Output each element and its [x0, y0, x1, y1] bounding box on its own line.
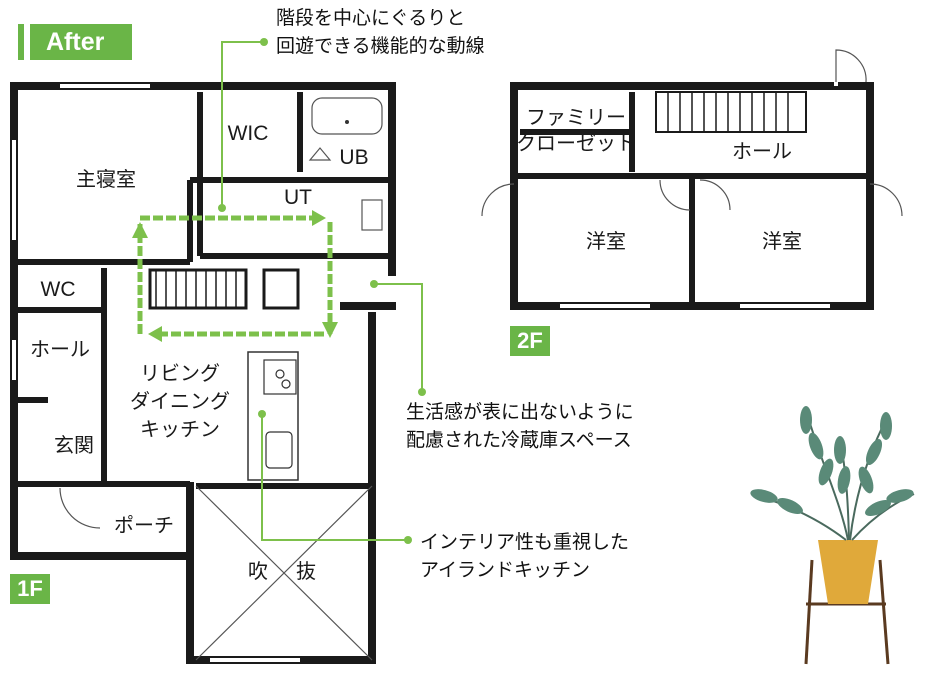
room-wc: WC	[41, 278, 76, 301]
floor2-plan: ファミリー クローゼット ホール 洋室 洋室	[481, 49, 903, 310]
room-ub: UB	[339, 146, 368, 169]
room-ut: UT	[284, 186, 312, 209]
header-accent-bar	[18, 24, 24, 60]
annotation-island-line2: アイランドキッチン	[420, 559, 591, 581]
annotation-island: インテリア性も重視した アイランドキッチン	[420, 528, 629, 584]
room-living-line2: ダイニング	[130, 389, 230, 413]
room-living-line1: リビング	[140, 361, 220, 385]
room-void-2: 抜	[296, 559, 316, 583]
room-hall-2f: ホール	[732, 139, 792, 163]
room-master-bedroom: 主寝室	[76, 167, 136, 191]
after-label: After	[30, 24, 132, 60]
floor1-plan: 主寝室 WIC UB UT WC ホール リビング ダイニング キッチン 玄関 …	[10, 82, 396, 664]
room-western-b: 洋室	[762, 229, 802, 253]
annotation-fridge-line2: 配慮された冷蔵庫スペース	[406, 429, 632, 451]
floor1-tag: 1F	[10, 574, 50, 604]
room-porch: ポーチ	[114, 513, 174, 537]
room-hall-1f: ホール	[30, 337, 90, 361]
annotation-fridge-line1: 生活感が表に出ないように	[406, 401, 634, 423]
room-western-a: 洋室	[586, 229, 626, 253]
circulation-path	[137, 215, 333, 337]
island-kitchen	[247, 351, 299, 481]
annotation-island-line1: インテリア性も重視した	[420, 531, 630, 553]
room-living-line3: キッチン	[140, 417, 220, 441]
room-wic: WIC	[228, 122, 269, 145]
annotation-fridge: 生活感が表に出ないように 配慮された冷蔵庫スペース	[406, 398, 634, 454]
room-entry: 玄関	[54, 433, 94, 457]
annotation-circulation: 階段を中心にぐるりと 回遊できる機能的な動線	[276, 4, 485, 60]
room-void-1: 吹	[248, 559, 268, 583]
room-closet-line2: クローゼット	[516, 131, 636, 155]
annotation-circulation-line2: 回遊できる機能的な動線	[276, 35, 485, 57]
room-closet-line1: ファミリー	[526, 105, 626, 129]
floor2-tag: 2F	[510, 326, 550, 356]
annotation-circulation-line1: 階段を中心にぐるりと	[276, 7, 466, 29]
potted-plant-icon	[750, 406, 915, 665]
leader-lines	[221, 41, 423, 541]
